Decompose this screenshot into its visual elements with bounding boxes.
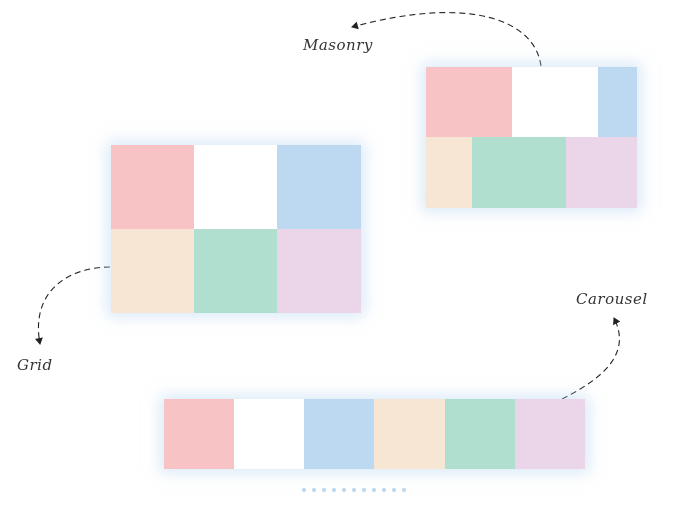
masonry-tile-blue: [598, 67, 637, 137]
masonry-tile-peach: [426, 137, 472, 208]
pagination-dot: [362, 488, 366, 492]
grid-tile-lilac: [277, 229, 361, 313]
carousel-tile-lilac: [514, 399, 585, 469]
arrow-to-masonry-label: [351, 12, 542, 67]
masonry-tile-white: [512, 67, 598, 137]
arrow-to-carousel-label: [561, 317, 621, 400]
arrow-to-grid-label: [34, 266, 111, 345]
pagination-dot: [372, 488, 376, 492]
masonry-tile-lilac: [566, 137, 637, 208]
grid-label: Grid: [17, 356, 53, 374]
grid-tile-pink: [111, 145, 194, 229]
masonry-label: Masonry: [303, 36, 373, 54]
carousel-layout-diagram: [164, 399, 585, 469]
grid-tile-peach: [111, 229, 194, 313]
carousel-tile-white: [234, 399, 305, 469]
carousel-tile-blue: [304, 399, 375, 469]
pagination-dot: [382, 488, 386, 492]
masonry-row: [426, 67, 637, 137]
pagination-dot: [302, 488, 306, 492]
pagination-dot: [332, 488, 336, 492]
carousel-tile-green: [444, 399, 515, 469]
masonry-layout-diagram: [426, 67, 637, 208]
carousel-pagination-dots: [302, 488, 406, 492]
grid-tile-white: [194, 145, 277, 229]
carousel-tile-peach: [374, 399, 445, 469]
pagination-dot: [312, 488, 316, 492]
carousel-label: Carousel: [576, 290, 648, 308]
grid-tile-green: [194, 229, 277, 313]
pagination-dot: [342, 488, 346, 492]
pagination-dot: [402, 488, 406, 492]
grid-layout-diagram: [111, 145, 361, 313]
pagination-dot: [352, 488, 356, 492]
masonry-tile-green: [472, 137, 566, 208]
masonry-row: [426, 137, 637, 208]
masonry-tile-pink: [426, 67, 512, 137]
grid-tile-blue: [277, 145, 361, 229]
carousel-tile-pink: [164, 399, 235, 469]
pagination-dot: [322, 488, 326, 492]
pagination-dot: [392, 488, 396, 492]
